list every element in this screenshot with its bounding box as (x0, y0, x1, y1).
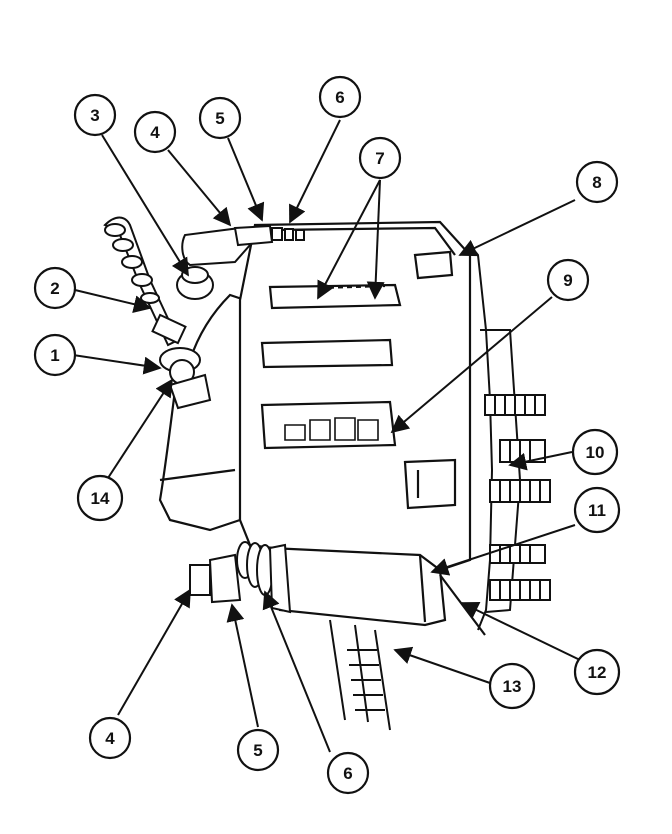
leader-line-1 (72, 354, 162, 375)
callout-7: 7 (358, 136, 402, 180)
lower-pin-assembly (189, 541, 292, 614)
leader-line-4a (167, 149, 232, 227)
leader-line-13 (393, 646, 491, 684)
callout-10: 10 (571, 428, 619, 476)
callout-5b-label: 5 (253, 741, 262, 760)
callout-5a-label: 5 (215, 109, 224, 128)
leader-line-9 (390, 296, 553, 434)
upper-pin-assembly (176, 224, 305, 300)
callout-2: 2 (33, 266, 77, 310)
callout-7-label: 7 (375, 149, 384, 168)
wheel-stud (489, 544, 546, 564)
callout-1: 1 (33, 333, 77, 377)
callout-3: 3 (73, 93, 117, 137)
leader-line-11 (430, 524, 576, 576)
leader-line-14 (107, 378, 173, 479)
leader-line-7a (317, 179, 381, 300)
leader-line-4b (117, 588, 191, 716)
callout-4b-label: 4 (105, 729, 115, 748)
wheel-stud (489, 579, 551, 601)
rotor-hub-assembly (469, 244, 551, 631)
wheel-stud (484, 394, 546, 416)
callouts: 1 2 3 4 5 6 7 8 (33, 75, 621, 795)
callout-14-label: 14 (91, 489, 110, 508)
leader-line-7b (366, 179, 385, 300)
callout-12-label: 12 (588, 663, 607, 682)
callout-12: 12 (573, 648, 621, 696)
callout-4a-label: 4 (150, 123, 160, 142)
callout-6a-label: 6 (335, 88, 344, 107)
callout-4b: 4 (88, 716, 132, 760)
callout-13-label: 13 (503, 677, 522, 696)
callout-8: 8 (575, 160, 619, 204)
leader-line-2 (74, 289, 152, 313)
callout-14: 14 (76, 474, 124, 522)
leader-line-6b (262, 590, 331, 753)
leader-line-5b (226, 603, 259, 728)
callout-9: 9 (546, 258, 590, 302)
rotor-shield (329, 619, 391, 731)
leader-line-6a (289, 119, 341, 224)
leader-line-3 (101, 134, 189, 277)
callout-6b-label: 6 (343, 764, 352, 783)
callout-11: 11 (573, 486, 621, 534)
callout-6a: 6 (318, 75, 362, 119)
callout-2-label: 2 (50, 279, 59, 298)
leader-line-12 (460, 601, 581, 661)
callout-11-label: 11 (588, 501, 606, 520)
callout-13: 13 (488, 662, 536, 710)
callout-1-label: 1 (50, 346, 59, 365)
leader-line-5a (227, 137, 265, 222)
callout-8-label: 8 (592, 173, 601, 192)
leader-line-8 (458, 199, 576, 257)
callout-10-label: 10 (586, 443, 605, 462)
callout-5a: 5 (198, 96, 242, 140)
leader-arrows (72, 119, 581, 753)
callout-3-label: 3 (90, 106, 99, 125)
callout-9-label: 9 (563, 271, 572, 290)
leader-line-10 (508, 451, 573, 471)
callout-5b: 5 (236, 728, 280, 772)
callout-4a: 4 (133, 110, 177, 154)
callout-6b: 6 (326, 751, 370, 795)
wheel-stud (489, 479, 551, 503)
